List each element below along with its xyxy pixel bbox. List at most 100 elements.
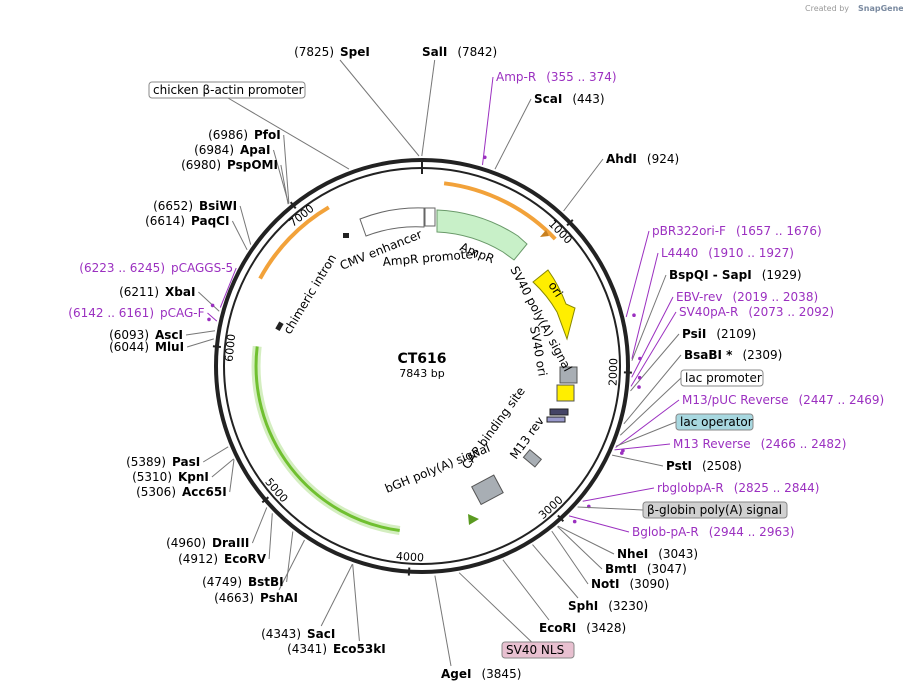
sv40-ori-feature bbox=[556, 384, 575, 402]
site-position: (5389) bbox=[126, 455, 166, 469]
site-name: M13/pUC Reverse bbox=[682, 393, 789, 407]
enzyme-agei[interactable]: AgeI(3845) bbox=[441, 667, 521, 681]
enzyme-mlui[interactable]: (6044)MluI bbox=[109, 340, 184, 354]
primer-ebv-rev[interactable]: EBV-rev(2019 .. 2038) bbox=[676, 290, 818, 304]
primer-site-marker bbox=[483, 155, 487, 160]
enzyme-sphi[interactable]: SphI(3230) bbox=[568, 599, 648, 613]
chimeric-intron-marker bbox=[275, 321, 284, 331]
enzyme-kpni[interactable]: (5310)KpnI bbox=[132, 470, 209, 484]
site-name: XbaI bbox=[165, 285, 195, 299]
enzyme-spei[interactable]: (7825)SpeI bbox=[294, 45, 370, 59]
primer-pbr322ori-f[interactable]: pBR322ori-F(1657 .. 1676) bbox=[652, 224, 822, 238]
enzyme-apai[interactable]: (6984)ApaI bbox=[194, 143, 270, 157]
site-labels: (7825)SpeI SalI(7842) ScaI(443) AhdI(924) Bs… bbox=[68, 45, 884, 681]
primer-site-marker bbox=[210, 303, 215, 308]
leader-line bbox=[198, 291, 220, 312]
enzyme-psii[interactable]: PsiI(2109) bbox=[682, 327, 756, 341]
site-position: (3090) bbox=[630, 577, 670, 591]
svg-text:lac promoter: lac promoter bbox=[685, 371, 762, 385]
leader-line bbox=[615, 399, 680, 448]
primer-l4440[interactable]: L4440(1910 .. 1927) bbox=[661, 246, 794, 260]
bgh-polya-feature bbox=[471, 474, 504, 506]
enzyme-pasi[interactable]: (5389)PasI bbox=[126, 455, 200, 469]
orange-arc-arrowhead bbox=[540, 230, 549, 237]
primer-bglob-pa-r[interactable]: Bglob-pA-R(2944 .. 2963) bbox=[632, 525, 794, 539]
plasmid-length: 7843 bp bbox=[399, 367, 444, 380]
enzyme-pfoi[interactable]: (6986)PfoI bbox=[208, 128, 281, 142]
site-name: BsaBI * bbox=[684, 348, 733, 362]
site-position: (6614) bbox=[145, 214, 185, 228]
site-name: Acc65I bbox=[182, 485, 227, 499]
scale-tick bbox=[566, 219, 574, 227]
site-name: Bglob-pA-R bbox=[632, 525, 699, 539]
primer-m13-puc-reverse[interactable]: M13/pUC Reverse (2447 .. 2469) bbox=[682, 393, 884, 407]
leader-line bbox=[502, 559, 550, 621]
leader-line bbox=[532, 544, 579, 599]
feature-arc-orange-top bbox=[443, 181, 557, 241]
enzyme-noti[interactable]: NotI (3090) bbox=[591, 577, 669, 591]
site-position: (3230) bbox=[608, 599, 648, 613]
leader-line bbox=[268, 513, 273, 560]
leader-line bbox=[630, 311, 677, 387]
leader-line bbox=[494, 98, 532, 170]
primer-rbglobpa-r[interactable]: rbglobpA-R(2825 .. 2844) bbox=[657, 481, 819, 495]
feature-leader-line bbox=[619, 377, 682, 436]
enzyme-acc65i[interactable]: (5306)Acc65I bbox=[136, 485, 227, 499]
site-name: M13 Reverse bbox=[673, 437, 751, 451]
enzyme-xbai[interactable]: (6211)XbaI bbox=[119, 285, 195, 299]
enzyme-bmti[interactable]: BmtI(3047) bbox=[605, 562, 687, 576]
enzyme-asci[interactable]: (6093)AscI bbox=[109, 328, 183, 342]
site-name: SacI bbox=[307, 627, 335, 641]
enzyme-saci[interactable]: (4343)SacI bbox=[261, 627, 335, 641]
leader-line bbox=[421, 59, 436, 157]
enzyme-eco53ki[interactable]: (4341)Eco53kI bbox=[287, 642, 386, 656]
enzyme-scai[interactable]: ScaI(443) bbox=[534, 92, 605, 106]
enzyme-psti[interactable]: PstI(2508) bbox=[666, 459, 742, 473]
enzyme-paqci[interactable]: (6614)PaqCI bbox=[145, 214, 229, 228]
site-position: (6984) bbox=[194, 143, 234, 157]
svg-text:SV40 NLS: SV40 NLS bbox=[506, 643, 564, 657]
enzyme-bstbi[interactable]: (4749)BstBI bbox=[202, 575, 284, 589]
site-name: BsiWI bbox=[199, 199, 237, 213]
leader-line bbox=[352, 564, 360, 642]
site-name: KpnI bbox=[178, 470, 209, 484]
leader-line bbox=[482, 76, 494, 165]
primer-amp-r[interactable]: Amp-R(355 .. 374) bbox=[496, 70, 617, 84]
site-position: (4912) bbox=[178, 552, 218, 566]
cmv-enhancer-feature bbox=[359, 207, 425, 237]
enzyme-pspomi[interactable]: (6980)PspOMI bbox=[181, 158, 278, 172]
site-position: (3428) bbox=[586, 621, 626, 635]
site-name: NotI bbox=[591, 577, 620, 591]
leader-line bbox=[283, 134, 290, 204]
enzyme-bsabi[interactable]: BsaBI *(2309) bbox=[684, 348, 782, 362]
leader-line bbox=[568, 515, 630, 533]
cmv-marker bbox=[343, 233, 349, 238]
enzyme-pshai[interactable]: (4663)PshAI bbox=[214, 591, 298, 605]
enzyme-draiii[interactable]: (4960)DraIII bbox=[166, 536, 249, 550]
leader-line bbox=[557, 526, 603, 570]
enzyme-ecorv[interactable]: (4912)EcoRV bbox=[178, 552, 267, 566]
site-position: (2073 .. 2092) bbox=[748, 305, 834, 319]
primer-sv40pa-r[interactable]: SV40pA-R(2073 .. 2092) bbox=[679, 305, 834, 319]
site-position: (6142 .. 6161) bbox=[68, 306, 154, 320]
primer-pcaggs-5[interactable]: (6223 .. 6245)pCAGGS-5 bbox=[79, 261, 233, 275]
enzyme-bsiwi[interactable]: (6652)BsiWI bbox=[153, 199, 237, 213]
sv40-nls-feature bbox=[522, 448, 543, 468]
site-name: MluI bbox=[155, 340, 184, 354]
site-name: PspOMI bbox=[227, 158, 278, 172]
enzyme-ecori[interactable]: EcoRI(3428) bbox=[539, 621, 626, 635]
primer-pcag-f[interactable]: (6142 .. 6161)pCAG-F bbox=[68, 306, 204, 320]
site-position: (2447 .. 2469) bbox=[799, 393, 885, 407]
enzyme-nhei[interactable]: NheI(3043) bbox=[617, 547, 698, 561]
site-position: (1910 .. 1927) bbox=[708, 246, 794, 260]
site-name: DraIII bbox=[212, 536, 249, 550]
enzyme-sali[interactable]: SalI(7842) bbox=[422, 45, 497, 59]
enzyme-ahdi[interactable]: AhdI(924) bbox=[606, 152, 679, 166]
site-name: PstI bbox=[666, 459, 692, 473]
primer-m13-reverse[interactable]: M13 Reverse(2466 .. 2482) bbox=[673, 437, 846, 451]
site-position: (4749) bbox=[202, 575, 242, 589]
snapgene-brand: SnapGene bbox=[858, 4, 903, 13]
credit-prefix: Created by bbox=[805, 4, 849, 13]
enzyme-bspqi-sapi[interactable]: BspQI - SapI(1929) bbox=[669, 268, 802, 282]
site-position: (1657 .. 1676) bbox=[736, 224, 822, 238]
